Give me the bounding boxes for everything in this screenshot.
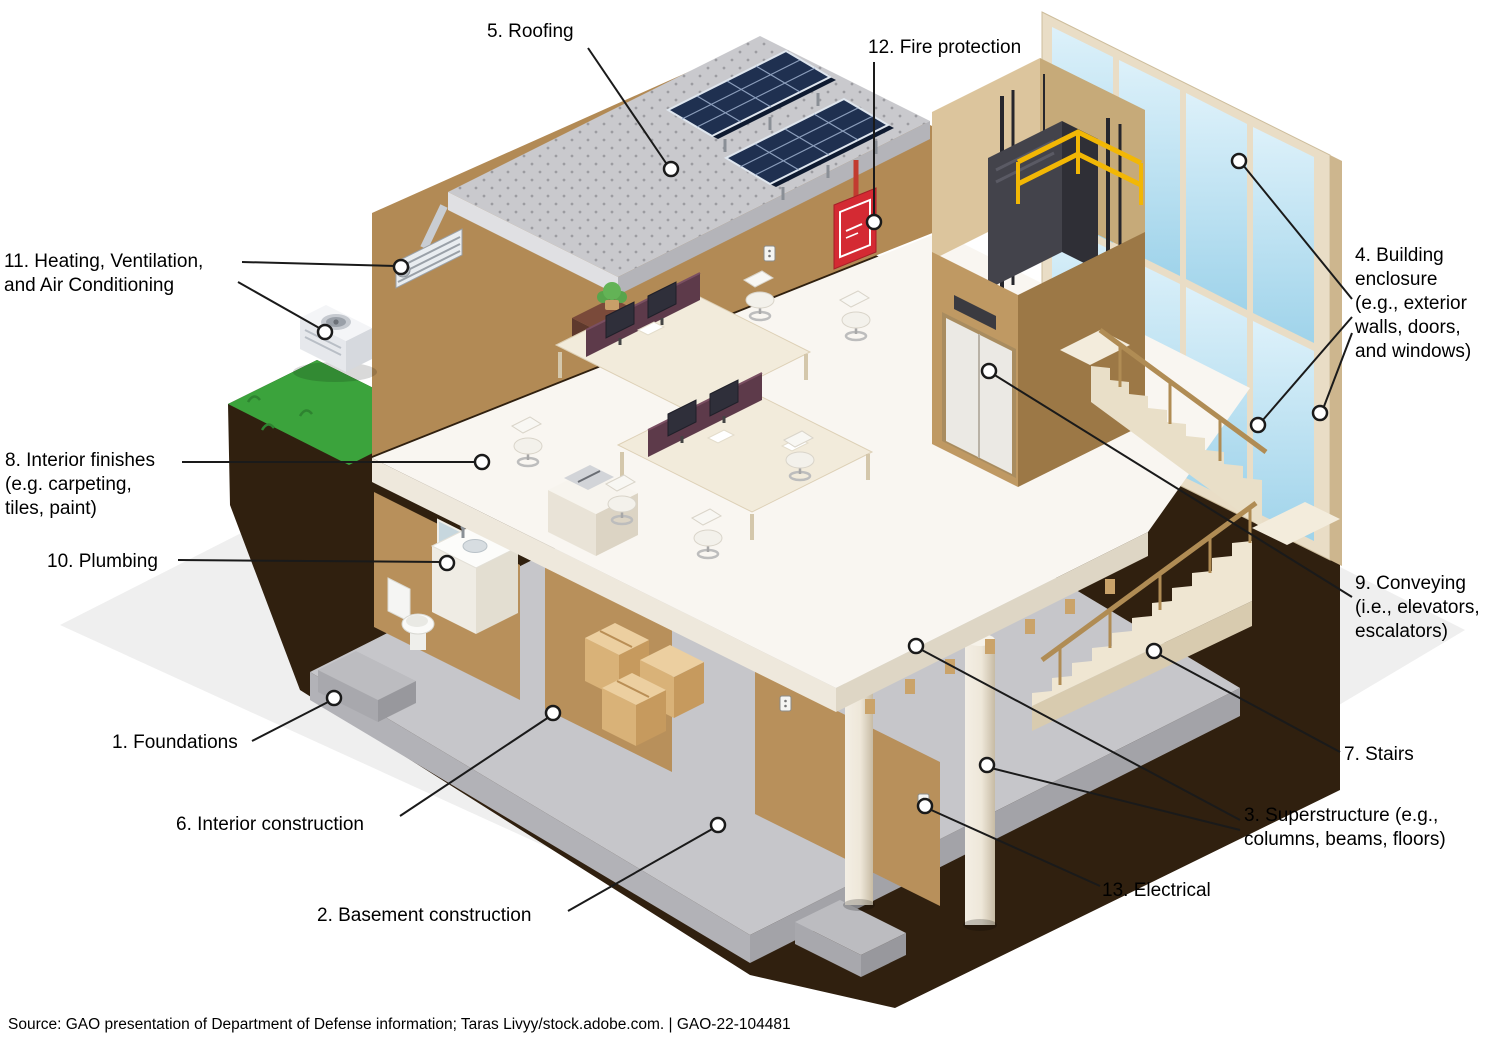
floor-indicator-panel — [954, 295, 996, 330]
leader-roofing — [587, 47, 680, 178]
label-plumbing: 10. Plumbing — [47, 551, 158, 572]
fire-extinguisher-cabinet — [833, 187, 877, 270]
leader-interior-finishes — [182, 453, 491, 471]
stair-landing — [1252, 502, 1340, 545]
monitor — [605, 301, 635, 345]
hvac-unit — [293, 305, 377, 382]
potted-plant — [597, 282, 627, 310]
label-hvac: 11. Heating, Ventilation, and Air Condit… — [4, 251, 204, 296]
electrical-outlet — [763, 245, 776, 262]
monitor — [709, 379, 739, 423]
leader-basement-construction — [567, 816, 727, 912]
roof — [448, 36, 930, 295]
label-stairs: 7. Stairs — [1344, 744, 1414, 765]
solar-panels — [665, 49, 894, 200]
label-electrical: 13. Electrical — [1102, 880, 1211, 901]
leader-enclosure-wall — [1311, 332, 1353, 422]
paper-sheet — [636, 321, 666, 336]
electrical-outlet — [779, 695, 792, 712]
solar-panel — [665, 49, 836, 152]
leader-enclosure-window — [1230, 152, 1353, 300]
leader-lines — [177, 47, 1353, 912]
leader-interior-construction — [399, 704, 562, 817]
label-basement-construction: 2. Basement construction — [317, 905, 532, 926]
desk-cluster — [616, 372, 874, 540]
leader-superstructure-column — [978, 756, 1241, 831]
label-fire-protection: 12. Fire protection — [868, 37, 1022, 58]
foundation-pad — [795, 900, 906, 977]
monitor — [647, 281, 677, 325]
leader-foundations — [251, 689, 343, 742]
label-foundations: 1. Foundations — [112, 732, 238, 753]
foundation-pad — [318, 651, 416, 722]
window-pane — [1253, 321, 1314, 541]
label-building-enclosure: 4. Building enclosure (e.g., exterior wa… — [1355, 245, 1472, 362]
support-column — [963, 634, 997, 931]
source-note: Source: GAO presentation of Department o… — [8, 1016, 791, 1033]
printer — [564, 465, 614, 490]
storage-boxes — [585, 623, 704, 746]
toilet — [387, 577, 435, 650]
leader-stairs — [1145, 642, 1341, 753]
monitor — [667, 399, 697, 443]
elevator-door — [942, 312, 1016, 478]
leader-enclosure-door — [1249, 316, 1353, 434]
stair-flight-upper — [1091, 366, 1262, 528]
leader-electrical — [916, 797, 1101, 887]
label-conveying: 9. Conveying (i.e., elevators, escalator… — [1355, 573, 1480, 642]
leader-hvac-duct — [241, 258, 410, 276]
leader-superstructure-beam — [907, 637, 1241, 821]
elevator-shaft — [932, 58, 1145, 487]
leader-conveying — [980, 362, 1353, 598]
office-furniture — [510, 269, 874, 560]
handrail — [1040, 500, 1258, 685]
stair-flight-lower — [1032, 541, 1252, 706]
staircase — [1032, 327, 1340, 731]
leader-hvac-unit — [237, 281, 334, 341]
handrail — [1098, 327, 1268, 461]
paper-sheet — [706, 429, 736, 444]
label-superstructure: 3. Superstructure (e.g., columns, beams,… — [1244, 805, 1446, 850]
safety-railing — [1016, 129, 1143, 205]
label-roofing: 5. Roofing — [487, 21, 574, 42]
leader-plumbing — [177, 554, 456, 572]
label-interior-construction: 6. Interior construction — [176, 814, 364, 835]
floor-joists — [865, 579, 1115, 714]
leader-fire-protection — [865, 62, 883, 231]
window-pane — [1186, 93, 1247, 310]
solar-panel — [723, 97, 894, 200]
label-interior-finishes: 8. Interior finishes (e.g. carpeting, ti… — [5, 450, 155, 519]
window-pane — [1253, 127, 1314, 343]
